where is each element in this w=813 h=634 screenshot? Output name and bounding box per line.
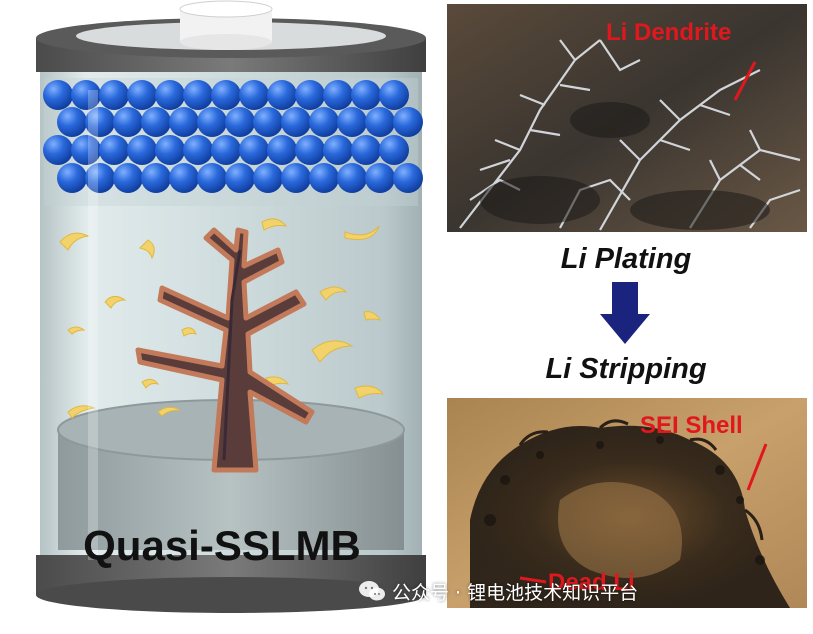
cathode-sphere [253,107,283,137]
cathode-sphere [351,135,381,165]
dead-li-deposit [470,419,790,608]
down-arrow-icon [600,282,650,344]
cathode-sphere [393,163,423,193]
cathode-sphere [309,107,339,137]
cathode-sphere [239,80,269,110]
dead-li-label: Dead Li [548,569,635,596]
cathode-sphere [127,80,157,110]
cathode-spheres [43,78,423,206]
cathode-sphere [155,135,185,165]
cathode-sphere [141,163,171,193]
li-dendrite-label: Li Dendrite [606,19,731,46]
sei-shell-label: SEI Shell [640,412,743,439]
cathode-sphere [239,135,269,165]
cathode-sphere [365,107,395,137]
wechat-icon [359,581,385,601]
micrograph-li-plating: Li Dendrite [447,4,807,232]
cathode-sphere [337,163,367,193]
cathode-sphere [323,135,353,165]
cathode-sphere [211,135,241,165]
cathode-sphere [141,107,171,137]
cathode-sphere [393,107,423,137]
cathode-sphere [225,163,255,193]
sei-shell-pointer [746,443,768,491]
cathode-sphere [183,135,213,165]
cathode-sphere [113,107,143,137]
electrolyte-flakes [59,218,385,419]
process-flow: Li Plating Li Stripping [545,243,706,385]
cathode-sphere [169,107,199,137]
cathode-sphere [295,80,325,110]
cathode-sphere [57,163,87,193]
battery-label: Quasi-SSLMB [83,522,361,569]
cathode-sphere [365,163,395,193]
li-stripping-label: Li Stripping [545,353,706,385]
cathode-sphere [85,163,115,193]
cathode-sphere [43,80,73,110]
cathode-sphere [379,135,409,165]
lithium-dendrite [135,227,315,473]
li-dendrite-pointer [733,61,757,101]
cathode-sphere [43,135,73,165]
glass-highlight [88,90,98,560]
micrograph-li-stripping: SEI Shell Dead Li [447,398,807,608]
li-plating-label: Li Plating [561,243,692,275]
watermark-text: 公众号 · 锂电池技术知识平台 [392,581,639,604]
cathode-sphere [57,107,87,137]
cathode-sphere [295,135,325,165]
cathode-sphere [211,80,241,110]
cathode-sphere [113,163,143,193]
cathode-sphere [351,80,381,110]
battery-illustration: Quasi-SSLMB [36,0,426,613]
cathode-sphere [99,135,129,165]
cathode-sphere [197,163,227,193]
cathode-sphere [71,80,101,110]
watermark: 公众号 · 锂电池技术知识平台 [358,574,798,608]
cathode-sphere [337,107,367,137]
cathode-sphere [127,135,157,165]
cathode-sphere [99,80,129,110]
cathode-sphere [379,80,409,110]
dendrite-shadows [480,102,770,230]
cathode-sphere [267,80,297,110]
dead-li-pointer [519,576,547,584]
cathode-sphere [197,107,227,137]
cathode-sphere [169,163,199,193]
cathode-sphere [309,163,339,193]
cathode-sphere [225,107,255,137]
cathode-sphere [183,80,213,110]
cathode-sphere [155,80,185,110]
cathode-sphere [281,163,311,193]
top-cap [36,0,426,72]
cathode-sphere [281,107,311,137]
cathode-sphere [323,80,353,110]
cathode-sphere [71,135,101,165]
cathode-sphere [85,107,115,137]
cathode-sphere [253,163,283,193]
cathode-sphere [267,135,297,165]
